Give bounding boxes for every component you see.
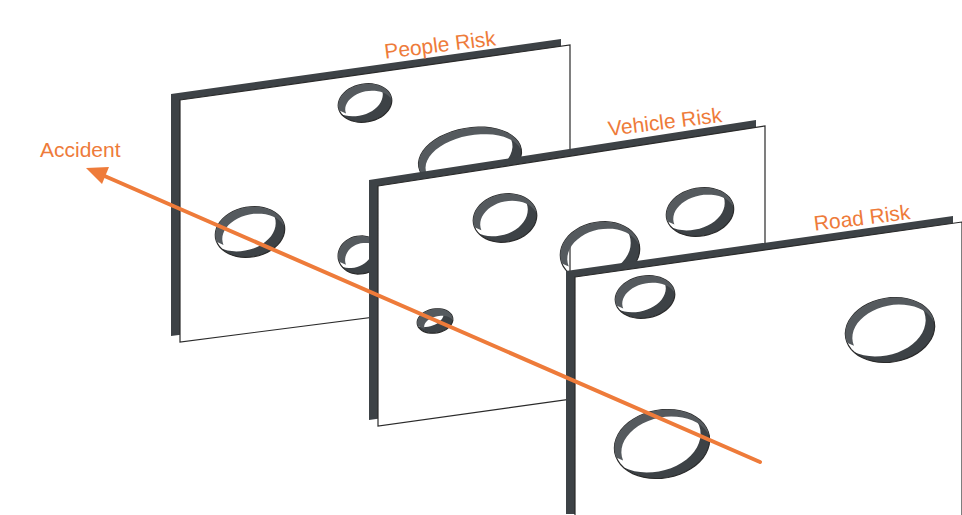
cheese-slice: Road Risk (556, 195, 962, 515)
trajectory-arrowhead (86, 167, 109, 184)
slice-face (575, 222, 962, 515)
hole-rim (473, 194, 536, 230)
hole-rim (338, 84, 392, 114)
slice-outline (556, 195, 962, 515)
hole-rim (560, 222, 639, 267)
hole-rim (614, 409, 709, 460)
hole-rim (417, 309, 453, 329)
hole-rim (845, 298, 934, 346)
hole-rim (615, 276, 675, 309)
outcome-label: Accident (40, 138, 121, 162)
hole-rim (666, 188, 733, 225)
hole-rim (215, 207, 284, 245)
